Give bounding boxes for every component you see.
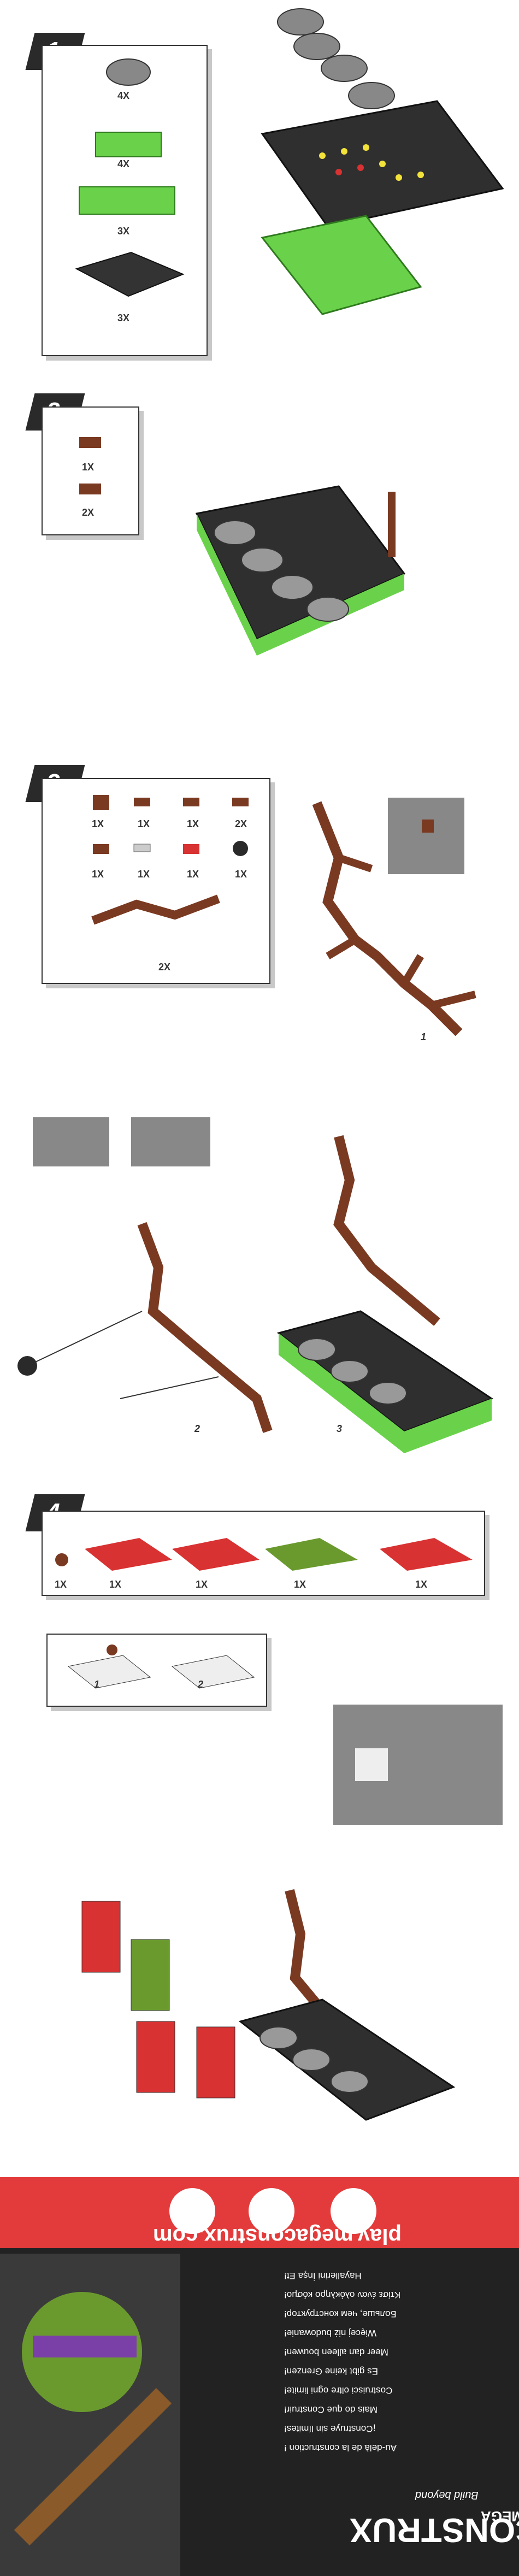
part-quantity: 1X xyxy=(55,1579,67,1590)
part-quantity: 1X xyxy=(196,1579,208,1590)
part-quantity: 2X xyxy=(158,962,171,972)
sub-step-label: 1 xyxy=(94,1679,100,1690)
part-quantity: 1X xyxy=(138,869,150,880)
upload-icon xyxy=(331,2188,376,2234)
parts-illustration xyxy=(67,1644,255,1689)
part-quantity: 1X xyxy=(109,1579,122,1590)
part-quantity: 3X xyxy=(117,313,130,323)
step-2-assembly xyxy=(195,485,406,656)
brand-logo-top: MEGA xyxy=(481,2508,519,2525)
part-quantity: 1X xyxy=(92,818,104,829)
step-1-assembly xyxy=(261,8,504,315)
parts-illustration xyxy=(79,437,101,494)
black-plate-part xyxy=(75,251,185,297)
part-quantity: 1X xyxy=(92,869,104,880)
share-icon xyxy=(169,2188,215,2234)
tagline-translation: Es gibt keine Grenzen! xyxy=(284,2366,378,2377)
tagline-translation: Więcej niż budowanie! xyxy=(284,2328,377,2338)
part-quantity: 1X xyxy=(294,1579,306,1590)
brown-branch-part xyxy=(91,894,220,925)
tagline-translation: Meer dan alleen bouwen! xyxy=(284,2347,388,2357)
part-quantity: 4X xyxy=(117,158,130,169)
part-quantity: 2X xyxy=(82,507,95,518)
sub-step-label: 2 xyxy=(194,1423,200,1434)
part-quantity: 1X xyxy=(187,869,199,880)
brown-pin-part xyxy=(79,437,101,448)
tagline-translation: Больше, чем конструктор! xyxy=(284,2309,397,2319)
brown-pin-part xyxy=(79,484,101,494)
round-plate-part xyxy=(106,58,151,86)
green-brick-part xyxy=(95,132,162,157)
tagline-translation: Mais do que Construir! xyxy=(284,2404,378,2415)
sub-step-label: 3 xyxy=(337,1423,343,1434)
parts-illustration xyxy=(55,1538,473,1571)
green-long-brick-part xyxy=(79,186,175,215)
step-4-assembly xyxy=(81,1705,503,2121)
parts-callout-box xyxy=(42,778,270,984)
parts-callout-box xyxy=(42,406,139,535)
step-3a-assembly xyxy=(312,798,476,1036)
base-assembly xyxy=(195,485,406,640)
part-quantity: 1X xyxy=(187,818,199,829)
tagline-translation: Κτίσε έναν ολόκληρο κόσμο! xyxy=(284,2290,401,2300)
tagline-translation: Au-delà de la construction ! xyxy=(284,2443,397,2453)
character-illustration xyxy=(0,2254,180,2576)
tagline-translation: Hayallerini İnşa Et! xyxy=(284,2271,362,2281)
parts-illustration xyxy=(91,795,249,925)
tagline: Build beyond xyxy=(415,2489,479,2501)
sub-step-label: 1 xyxy=(421,1031,427,1042)
part-quantity: 4X xyxy=(117,90,130,101)
step-3b-assembly xyxy=(17,1117,494,1453)
footer-banner: play.megaconstrux.com Hayallerini İnşa E… xyxy=(0,2177,519,2576)
tagline-translation: Costruisci oltre ogni limite! xyxy=(284,2385,393,2396)
part-quantity: 1X xyxy=(415,1579,428,1590)
tagline-translation: ¡Construye sin límites! xyxy=(284,2424,376,2434)
part-quantity: 3X xyxy=(117,226,130,237)
footer-url[interactable]: play.megaconstrux.com xyxy=(153,2224,402,2248)
sub-step-label: 2 xyxy=(198,1679,204,1690)
green-brick-assembly xyxy=(261,215,422,315)
parts-illustration xyxy=(75,58,185,297)
part-quantity: 1X xyxy=(138,818,150,829)
part-quantity: 1X xyxy=(235,869,247,880)
gamepad-icon xyxy=(249,2188,294,2234)
part-quantity: 1X xyxy=(82,462,95,473)
part-quantity: 2X xyxy=(235,818,247,829)
